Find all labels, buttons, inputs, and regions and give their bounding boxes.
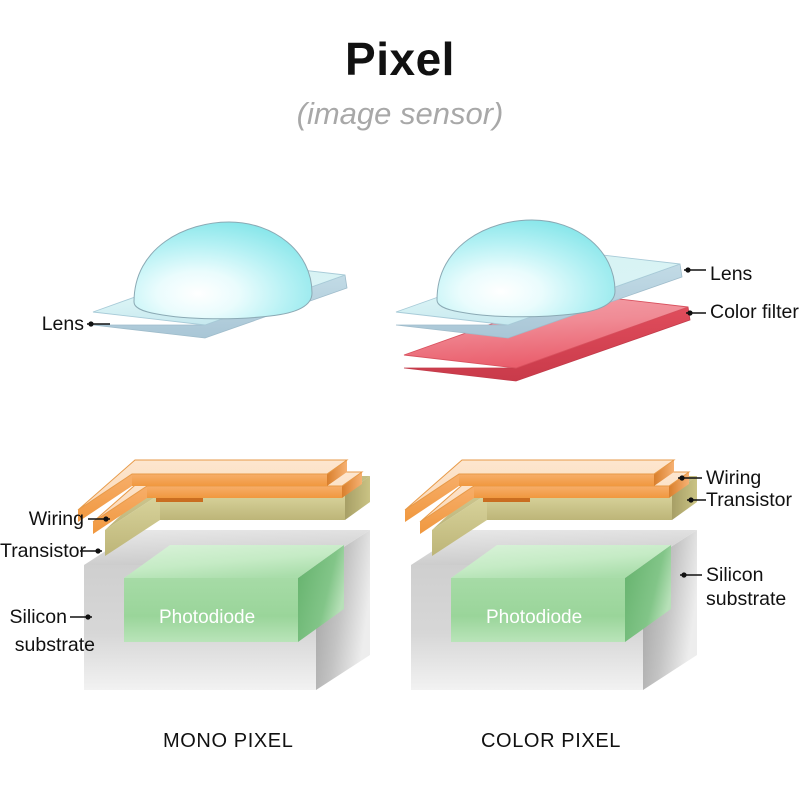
color-photodiode-label: Photodiode	[486, 607, 583, 628]
color-photodiode-front	[451, 578, 625, 642]
mono-substrate-leader	[70, 614, 92, 620]
color-photodiode-side	[625, 545, 671, 642]
color-lens-plate-edge	[395, 263, 683, 339]
color-wiring-upper-top	[404, 459, 676, 511]
mono-lens-plate-edge	[92, 274, 348, 339]
label-color-transistor: Transistor	[706, 489, 792, 511]
label-mono-transistor: Transistor	[0, 540, 86, 562]
color-lens-leader	[684, 267, 706, 273]
mono-wiring-upper-side	[327, 460, 347, 486]
color-filter-leader	[686, 310, 706, 316]
color-substrate-leader	[680, 572, 702, 578]
color-wiring-upper-side	[654, 460, 674, 486]
label-mono-silicon-line1: Silicon	[9, 606, 67, 628]
mono-wiring-upper-top	[77, 459, 349, 511]
mono-wiring-leader	[88, 516, 110, 522]
page-subtitle: (image sensor)	[296, 96, 504, 131]
label-color-wiring: Wiring	[706, 467, 762, 489]
label-color-silicon-line2: substrate	[706, 588, 787, 610]
mono-photodiode-top	[124, 545, 344, 578]
color-wiring-lower-left-front	[420, 486, 474, 534]
color-transistor-front	[487, 494, 672, 520]
mono-transistor-left-front	[105, 494, 160, 556]
mono-lens-assembly	[92, 221, 348, 339]
color-pixel-block	[404, 459, 697, 690]
color-lens-assembly	[395, 219, 683, 339]
mono-lens-leader	[87, 321, 110, 327]
color-wiring-upper-left-front	[405, 474, 459, 522]
color-transistor-left-front	[432, 494, 487, 556]
mono-pixel-block	[77, 459, 370, 690]
mono-transistor-leader	[80, 548, 102, 554]
page-title: Pixel	[345, 33, 455, 85]
label-mono-wiring: Wiring	[28, 508, 84, 530]
mono-photodiode-front	[124, 578, 298, 642]
color-microlens-dome	[436, 219, 616, 318]
caption-color-pixel: COLOR PIXEL	[481, 730, 621, 752]
color-photodiode-top	[451, 545, 671, 578]
color-wiring-leader	[678, 475, 702, 481]
label-mono-silicon-line2: substrate	[14, 634, 95, 656]
mono-microlens-dome	[133, 221, 313, 320]
label-mono-lens: Lens	[41, 313, 84, 335]
color-wiring-upper-front	[459, 474, 654, 486]
mono-transistor-front	[160, 494, 345, 520]
color-wiring-lower-front	[474, 486, 669, 498]
label-color-lens: Lens	[710, 263, 753, 285]
mono-photodiode-side	[298, 545, 344, 642]
mono-transistor-side	[345, 476, 370, 520]
color-transistor-side	[672, 476, 697, 520]
mono-wiring-upper-left-front	[78, 474, 132, 522]
mono-photodiode-label: Photodiode	[159, 607, 256, 628]
label-color-filter: Color filter	[710, 301, 799, 323]
mono-wiring-lower-front	[147, 486, 342, 498]
label-color-silicon-line1: Silicon	[706, 564, 764, 586]
mono-wiring-upper-front	[132, 474, 327, 486]
mono-wiring-lower-side	[342, 472, 362, 498]
mono-wiring-lower-left-front	[93, 486, 147, 534]
caption-mono-pixel: MONO PIXEL	[163, 730, 294, 752]
color-transistor-leader	[687, 497, 706, 503]
